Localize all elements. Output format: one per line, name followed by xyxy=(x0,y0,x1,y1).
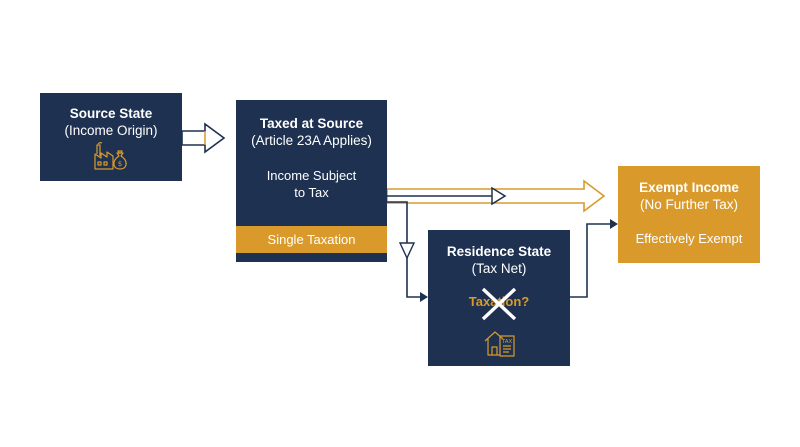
exempt-income-title: Exempt Income xyxy=(639,180,739,195)
exempt-income-box: Exempt Income (No Further Tax) Effective… xyxy=(618,166,760,263)
effectively-exempt-text: Effectively Exempt xyxy=(635,231,743,246)
source-state-box: Source State (Income Origin) $ xyxy=(40,93,182,181)
arrow-taxed-to-residence xyxy=(387,201,428,302)
residence-state-box: Residence State (Tax Net) Taxation? TAX xyxy=(428,230,570,366)
exempt-income-subtitle: (No Further Tax) xyxy=(639,197,739,212)
taxed-body-line-2: to Tax xyxy=(294,185,329,200)
taxation-question: Taxation? xyxy=(468,294,530,309)
svg-text:$: $ xyxy=(118,160,122,168)
arrow-residence-to-exempt xyxy=(570,219,618,298)
cross-icon xyxy=(478,286,520,327)
tax-doc-label: TAX xyxy=(501,339,513,345)
residence-state-subtitle: (Tax Net) xyxy=(471,261,527,276)
house-tax-document-icon: TAX xyxy=(483,328,517,363)
taxed-body-line-1: Income Subject xyxy=(266,168,357,183)
taxed-at-source-box: Taxed at Source (Article 23A Applies) In… xyxy=(236,100,387,262)
single-taxation-band: Single Taxation xyxy=(236,226,387,253)
taxed-at-source-title: Taxed at Source xyxy=(259,116,364,131)
taxed-at-source-subtitle: (Article 23A Applies) xyxy=(251,133,372,148)
arrow-taxed-to-exempt xyxy=(386,179,606,213)
arrow-source-to-taxed xyxy=(181,122,226,154)
source-state-subtitle: (Income Origin) xyxy=(64,123,158,138)
factory-money-bag-icon: $ xyxy=(93,141,129,176)
source-state-title: Source State xyxy=(69,106,153,121)
residence-state-title: Residence State xyxy=(446,244,552,259)
